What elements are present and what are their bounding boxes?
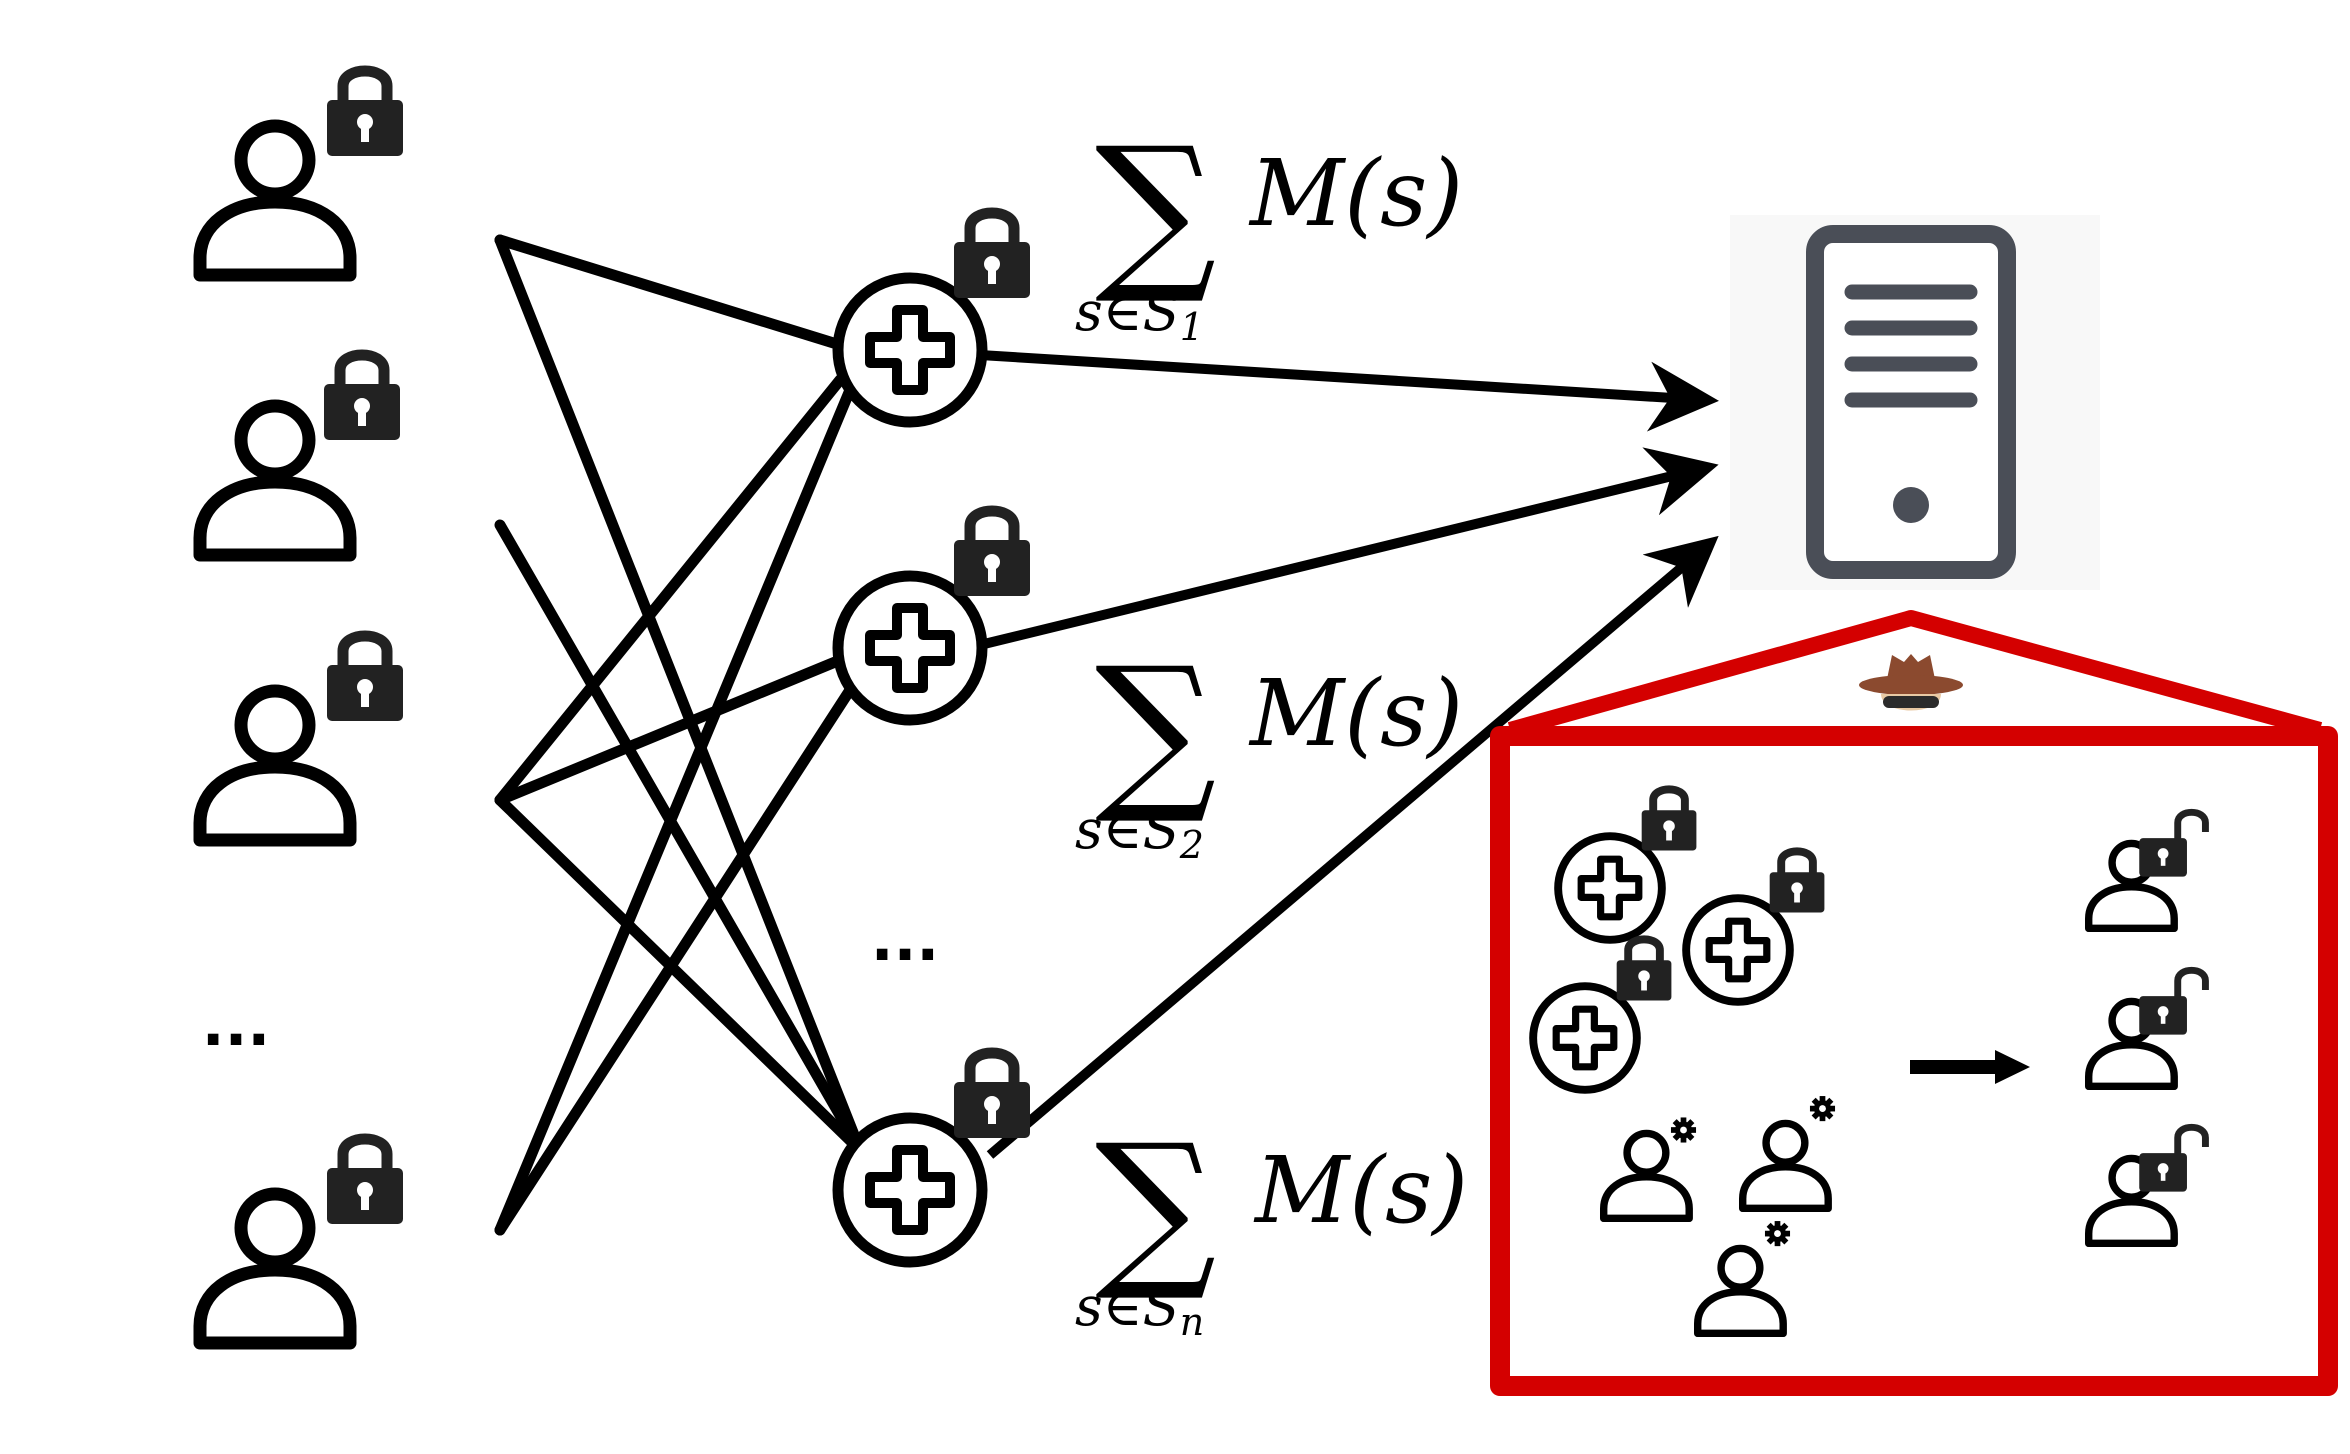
- sum-label-2: ∑ M(s) s∈S2: [1075, 631, 1463, 867]
- lock-icon: [327, 636, 403, 721]
- lock-icon: [954, 213, 1030, 298]
- aggregator-2: [838, 511, 1030, 720]
- lock-icon: [327, 71, 403, 156]
- compromised-aggregator-3: [1533, 939, 1671, 1089]
- attack-region: [1490, 610, 2338, 1396]
- sum-label-1: ∑ M(s) s∈S1: [1075, 111, 1463, 349]
- malicious-client-2: [1743, 1096, 1836, 1208]
- sum-label-n: ∑ M(s) s∈Sn: [1075, 1108, 1468, 1344]
- user-icon: [1604, 1133, 1690, 1218]
- malicious-client-1: [1604, 1117, 1697, 1218]
- malicious-client-3: [1698, 1221, 1791, 1333]
- gear-icon: [1809, 1096, 1836, 1122]
- compromised-aggregator-1: [1558, 789, 1696, 939]
- aggregator-to-server-arrows: [978, 350, 1719, 1159]
- clients-ellipsis: ...: [202, 990, 270, 1060]
- spy-icon: [1859, 654, 1963, 711]
- lock-icon: [954, 511, 1030, 596]
- sum-expression: M(s): [1248, 140, 1463, 247]
- client-to-aggregator-lines: [494, 234, 866, 1236]
- revealed-client-2: [2089, 970, 2206, 1086]
- user-icon: [1698, 1248, 1784, 1333]
- gear-icon: [1764, 1221, 1791, 1247]
- aggregator-n: [838, 1053, 1030, 1262]
- sum-expression: M(s): [1248, 660, 1463, 767]
- unlocked-icon: [2139, 812, 2205, 876]
- arrow-right-icon: [1910, 1050, 2030, 1084]
- sum-subscript: s∈Sn: [1075, 1275, 1204, 1344]
- server-icon: [1730, 215, 2100, 590]
- sigma-symbol: ∑: [1095, 111, 1216, 309]
- plus-circle-icon: [1533, 986, 1637, 1090]
- sum-expression: M(s): [1253, 1137, 1468, 1244]
- aggregator-1: [838, 213, 1030, 422]
- lock-icon: [1617, 939, 1672, 1000]
- aggregators-ellipsis: ...: [871, 905, 939, 975]
- revealed-client-1: [2089, 812, 2206, 928]
- user-icon: [1743, 1123, 1829, 1208]
- lock-icon: [327, 1139, 403, 1224]
- lock-icon: [1770, 851, 1825, 912]
- revealed-client-3: [2089, 1127, 2206, 1243]
- plus-circle-icon: [838, 278, 982, 422]
- sum-subscript: s∈S1: [1075, 280, 1204, 349]
- sum-subscript: s∈S2: [1075, 798, 1204, 867]
- unlocked-icon: [2139, 970, 2205, 1034]
- sigma-symbol: ∑: [1095, 631, 1216, 829]
- plus-circle-icon: [1558, 836, 1662, 940]
- plus-circle-icon: [838, 1118, 982, 1262]
- gear-icon: [1670, 1117, 1697, 1143]
- unlocked-icon: [2139, 1127, 2205, 1191]
- client-user-1: [200, 71, 403, 275]
- client-user-3: [200, 636, 403, 840]
- compromised-aggregator-2: [1686, 851, 1824, 1001]
- client-user-2: [200, 355, 400, 555]
- lock-icon: [1642, 789, 1697, 850]
- client-user-n: [200, 1139, 403, 1343]
- lock-icon: [954, 1053, 1030, 1138]
- plus-circle-icon: [838, 576, 982, 720]
- lock-icon: [324, 355, 400, 440]
- plus-circle-icon: [1686, 898, 1790, 1002]
- sigma-symbol: ∑: [1095, 1108, 1216, 1306]
